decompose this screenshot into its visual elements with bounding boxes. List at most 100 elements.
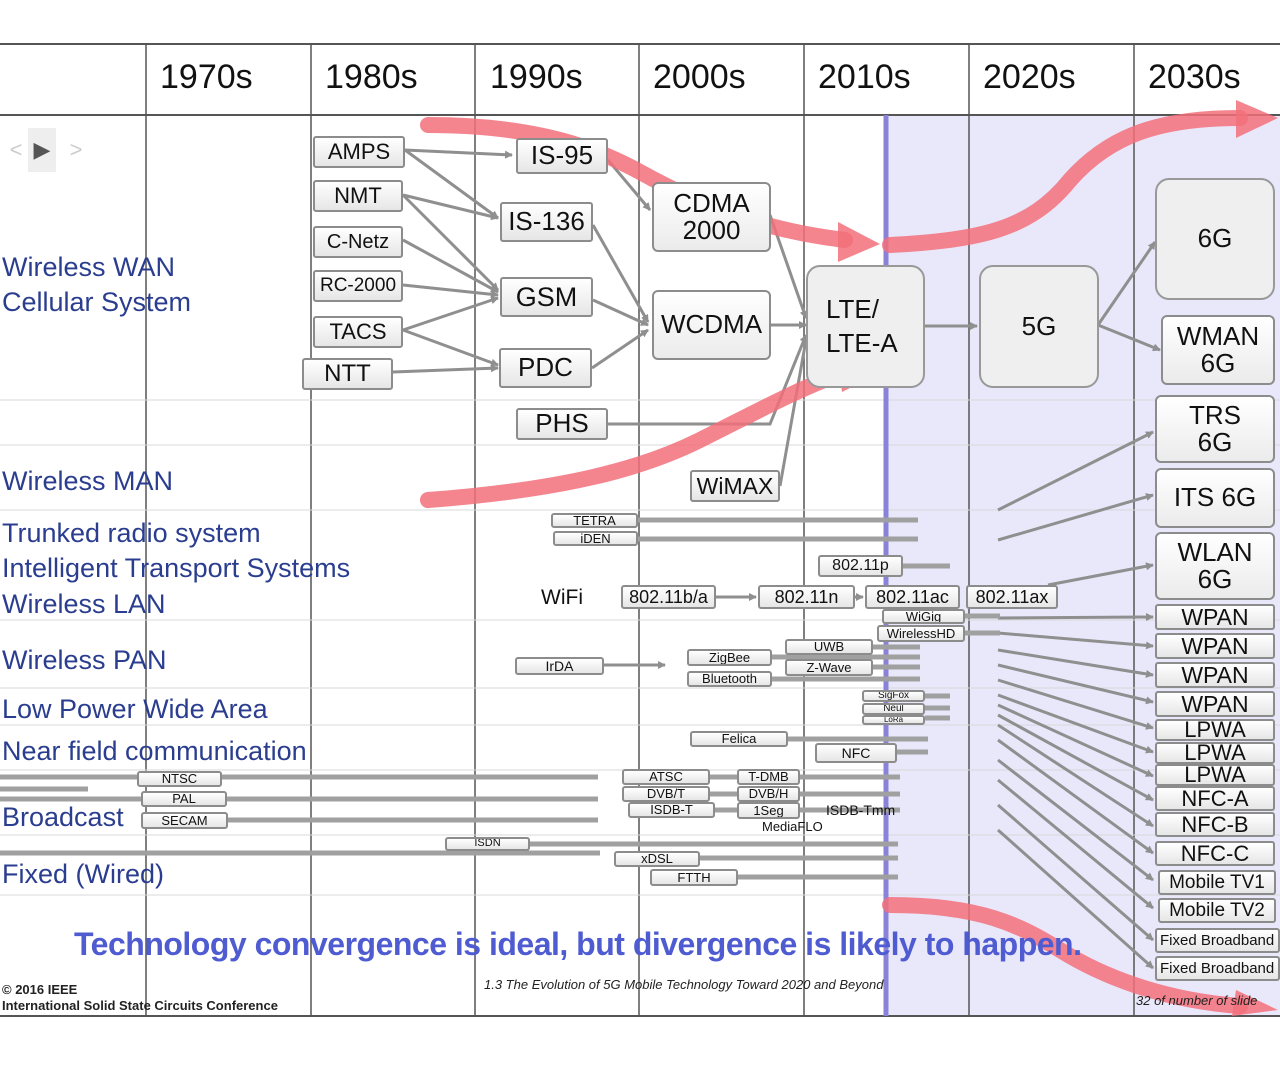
decade-2010s: 2010s <box>818 58 911 96</box>
oneseg-label: 1Seg <box>753 802 784 818</box>
category-its: Intelligent Transport Systems <box>2 553 351 583</box>
dvbh-label: DVB/H <box>748 786 789 802</box>
iden-label: iDEN <box>580 531 611 546</box>
tech-isdbt: ISDB-T <box>628 802 715 818</box>
atsc-label: ATSC <box>649 769 683 785</box>
tech-ntt: NTT <box>302 358 393 390</box>
tech-pal: PAL <box>141 791 227 807</box>
tech-zwave: Z-Wave <box>785 659 873 676</box>
footer-title: 1.3 The Evolution of 5G Mobile Technolog… <box>484 977 884 992</box>
trs-line-2: 6G <box>1197 427 1233 457</box>
felica-label: Felica <box>721 731 757 747</box>
future-its-6g: ITS 6G <box>1155 468 1275 528</box>
tech-sigfox: SigFox <box>862 690 925 702</box>
tech-irda: IrDA <box>515 657 604 675</box>
tech-ntsc: NTSC <box>137 771 222 787</box>
future-nfc-b: NFC-B <box>1155 812 1275 837</box>
wlan-line-1: WLAN <box>1177 536 1253 567</box>
tech-80211ax: 802.11ax <box>966 585 1058 609</box>
tech-isdn: ISDN <box>445 837 530 851</box>
future-fixed-broadband-1: Fixed Broadband <box>1155 928 1280 953</box>
tech-cdma2000: CDMA 2000 <box>652 182 771 252</box>
category-wireless-man: Wireless MAN <box>2 466 174 496</box>
tech-felica: Felica <box>690 731 788 747</box>
previous-slide-icon[interactable]: < <box>9 137 23 162</box>
tech-uwb: UWB <box>785 639 873 655</box>
ftth-label: FTTH <box>677 869 711 885</box>
future-lpwa-2: LPWA <box>1155 742 1275 764</box>
future-wlan-6g: WLAN 6G <box>1155 532 1275 600</box>
copyright-line-2: International Solid State Circuits Confe… <box>2 998 278 1013</box>
decade-1990s: 1990s <box>490 58 583 96</box>
tech-iden: iDEN <box>553 531 638 546</box>
tdmb-label: T-DMB <box>748 769 789 785</box>
future-6g: 6G <box>1155 178 1275 300</box>
ntsc-label: NTSC <box>161 771 198 787</box>
category-cellular-system: Cellular System <box>2 287 192 317</box>
category-nfc: Near field communication <box>2 736 307 766</box>
tech-xdsl: xDSL <box>614 851 700 867</box>
future-wpan-1: WPAN <box>1155 604 1275 630</box>
future-lpwa-1: LPWA <box>1155 719 1275 741</box>
tech-atsc: ATSC <box>622 769 710 785</box>
mediaflo-label: MediaFLO <box>762 819 823 834</box>
tech-pdc: PDC <box>499 348 592 388</box>
tech-80211n: 802.11n <box>758 585 855 609</box>
tech-rc2000: RC-2000 <box>313 270 403 302</box>
category-trunked-radio: Trunked radio system <box>2 518 261 548</box>
wlan-line-2: 6G <box>1197 564 1233 594</box>
wman-line-2: 6G <box>1200 348 1236 378</box>
tech-amps: AMPS <box>313 136 405 168</box>
tech-80211ba: 802.11b/a <box>621 585 716 609</box>
dvbt-label: DVB/T <box>646 786 686 802</box>
isdbtmm-label: ISDB-Tmm <box>826 802 896 818</box>
zigbee-label: ZigBee <box>708 649 751 665</box>
future-mobile-tv2: Mobile TV2 <box>1158 898 1276 923</box>
future-nfc-a: NFC-A <box>1155 786 1275 811</box>
category-broadcast: Broadcast <box>2 802 124 832</box>
slide-navigation: < ▶ > <box>0 128 92 174</box>
wifi-label: WiFi <box>541 586 583 609</box>
copyright-line-1: © 2016 IEEE <box>2 982 78 997</box>
lte-line-1: LTE/ <box>826 294 879 325</box>
tech-dvbh: DVB/H <box>737 786 800 802</box>
tech-80211p: 802.11p <box>818 555 903 577</box>
future-fixed-broadband-2: Fixed Broadband <box>1155 956 1280 981</box>
decade-2000s: 2000s <box>653 58 746 96</box>
tech-tetra: TETRA <box>551 513 638 528</box>
isdbt-label: ISDB-T <box>650 802 693 818</box>
zwave-label: Z-Wave <box>806 659 852 675</box>
next-slide-icon[interactable]: > <box>69 137 83 162</box>
cdma-line-1: CDMA <box>673 187 750 218</box>
category-wireless-pan: Wireless PAN <box>2 645 167 675</box>
tech-is95: IS-95 <box>516 138 608 174</box>
play-icon[interactable]: ▶ <box>28 128 56 172</box>
secam-label: SECAM <box>161 812 208 828</box>
lte-line-2: LTE-A <box>826 327 898 358</box>
tech-nfc: NFC <box>815 743 897 763</box>
decade-1970s: 1970s <box>160 58 253 96</box>
tech-neul: Neul <box>862 703 925 715</box>
future-nfc-c: NFC-C <box>1155 841 1275 866</box>
future-wpan-2: WPAN <box>1155 633 1275 659</box>
tech-nmt: NMT <box>313 180 403 212</box>
tech-dvbt: DVB/T <box>622 786 710 802</box>
trs-line-1: TRS <box>1189 399 1241 430</box>
tech-lora: LoRa <box>862 715 925 725</box>
category-lpwa: Low Power Wide Area <box>2 694 268 724</box>
tetra-label: TETRA <box>573 513 616 528</box>
decade-2020s: 2020s <box>983 58 1076 96</box>
future-mobile-tv1: Mobile TV1 <box>1158 870 1276 895</box>
category-fixed-wired: Fixed (Wired) <box>2 859 165 889</box>
future-wpan-3: WPAN <box>1155 662 1275 688</box>
tech-wigig: WiGig <box>882 609 965 624</box>
tech-bluetooth: Bluetooth <box>687 671 772 687</box>
tech-cnetz: C-Netz <box>313 226 403 258</box>
future-wman-6g: WMAN 6G <box>1161 315 1275 385</box>
cdma-line-2: 2000 <box>682 215 741 245</box>
future-wpan-4: WPAN <box>1155 691 1275 717</box>
tech-tdmb: T-DMB <box>737 769 800 785</box>
tech-lte: LTE/ LTE-A <box>806 265 925 388</box>
tech-gsm: GSM <box>500 277 593 317</box>
